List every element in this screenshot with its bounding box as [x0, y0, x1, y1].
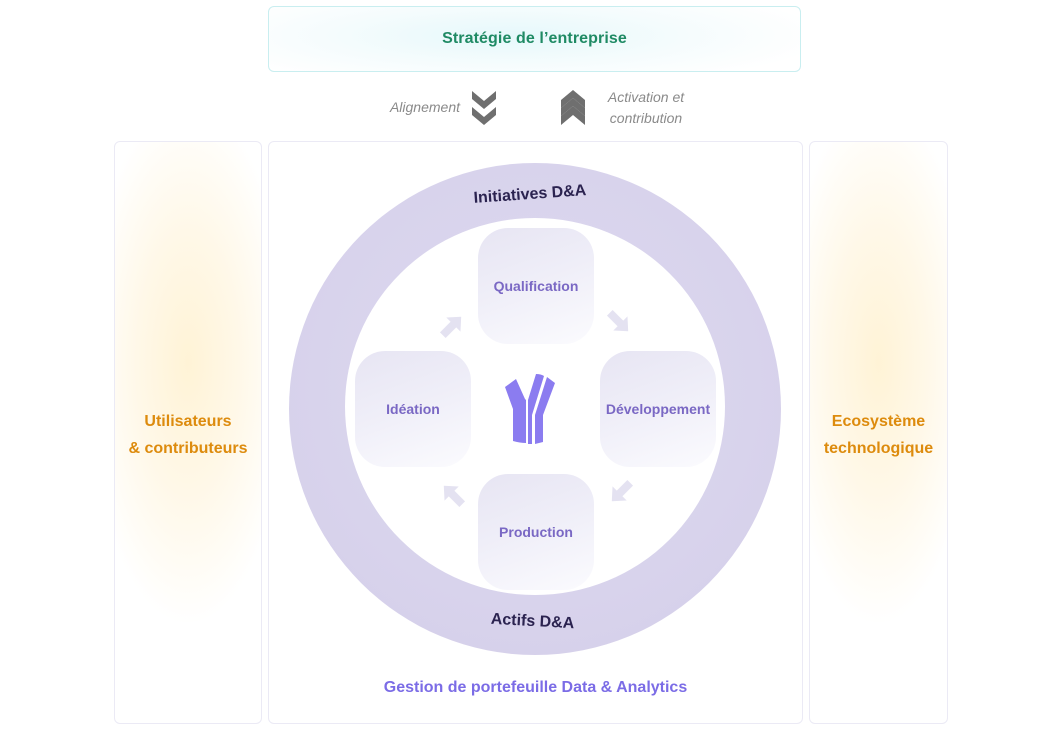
arrow-up-right-icon: [439, 316, 462, 339]
arrow-up-left-icon: [443, 485, 466, 508]
activation-label-line2: contribution: [609, 110, 683, 126]
users-label-line1: Utilisateurs: [144, 412, 232, 430]
stage-qualification: Qualification: [478, 228, 594, 344]
double-chevron-down-icon: [472, 91, 496, 125]
ecosystem-label-line1: Ecosystème: [831, 412, 926, 430]
strategy-box: Stratégie de l’entreprise: [268, 6, 801, 72]
stage-label: Idéation: [386, 401, 440, 417]
stage-label: Qualification: [493, 278, 579, 294]
portfolio-title: Gestion de portefeuille Data & Analytics: [383, 679, 688, 696]
y-brand-logo-icon: [505, 374, 555, 444]
stage-label: Production: [499, 524, 573, 540]
tech-ecosystem-panel: Ecosystème technologique: [809, 141, 948, 724]
users-label-line2: & contributeurs: [128, 439, 248, 457]
arrow-down-left-icon: [611, 479, 634, 502]
double-chevron-up-icon: [561, 90, 585, 125]
alignment-label: Alignement: [389, 99, 460, 115]
stage-ideation: Idéation: [355, 351, 471, 467]
stage-label: Développement: [605, 401, 711, 417]
stage-developpement: Développement: [600, 351, 716, 467]
ecosystem-label-line2: technologique: [823, 439, 934, 457]
stage-production: Production: [478, 474, 594, 590]
activation-label-line1: Activation et: [607, 89, 685, 105]
strategy-title: Stratégie de l’entreprise: [442, 30, 627, 47]
users-contributors-panel: Utilisateurs & contributeurs: [114, 141, 262, 724]
activation-label: Activation et contribution: [596, 87, 696, 129]
arrow-down-right-icon: [606, 309, 629, 332]
